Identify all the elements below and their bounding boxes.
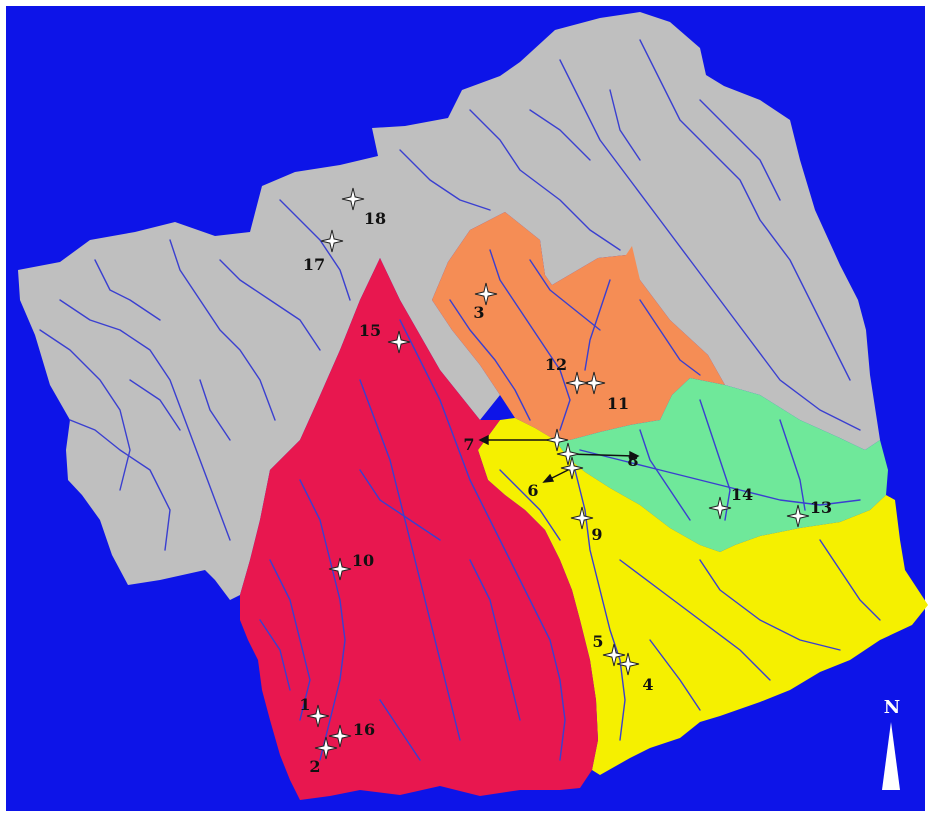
basin-yellow: [478, 418, 928, 775]
station-label: 14: [731, 485, 753, 504]
station-10: 10: [328, 551, 374, 581]
station-13: 13: [786, 498, 832, 528]
station-label: 13: [810, 498, 832, 517]
station-16: 16: [328, 720, 375, 748]
station-9: 9: [570, 506, 603, 544]
station-label: 16: [353, 720, 375, 739]
station-label: 3: [473, 303, 484, 322]
station-label: 10: [352, 551, 374, 570]
north-arrow-label: N: [884, 697, 900, 718]
station-label: 6: [527, 481, 538, 500]
station-8: 8: [556, 442, 639, 470]
station-label: 12: [545, 355, 567, 374]
station-marker-icon: [570, 506, 594, 530]
station-12: 12: [545, 355, 589, 395]
station-marker-icon: [320, 229, 344, 253]
station-marker-icon: [306, 704, 330, 728]
station-marker-icon: [341, 187, 365, 211]
station-1: 1: [299, 695, 330, 728]
station-marker-icon: [565, 371, 589, 395]
station-connectors: [478, 434, 640, 483]
station-marker-icon: [328, 557, 352, 581]
station-marker-icon: [328, 724, 352, 748]
station-marker-icon: [556, 442, 580, 466]
station-14: 14: [708, 485, 753, 520]
station-marker-icon: [545, 428, 569, 452]
station-7: 7: [463, 428, 569, 454]
station-marker-icon: [786, 504, 810, 528]
station-label: 2: [309, 757, 320, 776]
north-arrow-icon: [882, 722, 900, 790]
station-3: 3: [473, 282, 498, 322]
station-label: 15: [359, 321, 381, 340]
station-marker-icon: [387, 330, 411, 354]
station-18: 18: [341, 187, 386, 228]
station-marker-icon: [582, 371, 606, 395]
station-marker-icon: [314, 736, 338, 760]
station-5: 5: [592, 632, 626, 667]
station-11: 11: [582, 371, 629, 413]
station-marker-icon: [560, 456, 584, 480]
station-15: 15: [359, 321, 411, 354]
station-label: 8: [627, 451, 638, 470]
station-4: 4: [616, 652, 654, 694]
station-marker-icon: [602, 643, 626, 667]
station-marker-icon: [474, 282, 498, 306]
station-label: 17: [303, 255, 325, 274]
station-label: 1: [299, 695, 310, 714]
river-network: [39, 39, 881, 761]
station-2: 2: [309, 736, 338, 776]
north-arrow: N: [882, 697, 900, 790]
station-17: 17: [303, 229, 344, 274]
basin-red: [240, 258, 598, 800]
station-marker-icon: [708, 496, 732, 520]
station-label: 4: [642, 675, 653, 694]
station-label: 9: [591, 525, 602, 544]
station-6: 6: [527, 456, 584, 500]
station-label: 18: [364, 209, 386, 228]
basin-orange: [432, 212, 725, 440]
station-label: 5: [592, 632, 603, 651]
station-marker-icon: [616, 652, 640, 676]
station-label: 11: [607, 394, 629, 413]
basin-grey: [18, 12, 880, 600]
station-label: 7: [463, 435, 474, 454]
